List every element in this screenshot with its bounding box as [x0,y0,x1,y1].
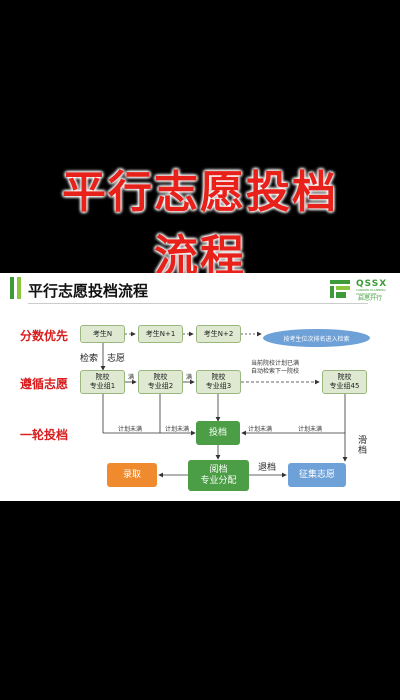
connector-lines [100,331,348,478]
row-label-round-one: 一轮投档 [20,428,69,442]
rank-search-ellipse: 按考生位次排名进入检索 [263,329,370,347]
flowchart-slide: 平行志愿投档流程 QSSX CARRIER PLANNING ASSOCIATI… [0,273,400,501]
page-title-line1: 平行志愿投档 [62,167,338,218]
logo-icon [330,280,350,298]
school-group-box: 院校 专业组1 [80,370,125,394]
candidate-box: 考生N+2 [196,325,241,343]
full-label: 满 [186,374,193,381]
title-accent-bar [10,277,14,299]
not-full-label: 计划未满 [165,426,190,433]
auto-next-note: 当前院校计划已满 自动检索下一院校 [251,360,300,375]
full-label: 满 [128,374,135,381]
search-label: 检索 [80,354,99,364]
school-group-box: 院校 专业组45 [322,370,367,394]
slide-title: 平行志愿投档流程 [28,282,149,300]
row-label-score-first: 分数优先 [20,329,69,343]
row-label-follow-wish: 遵循志愿 [20,377,69,391]
review-box: 阅档 专业分配 [188,460,249,491]
wish-label: 志愿 [107,354,126,364]
not-full-label: 计划未满 [248,426,273,433]
logo-chinese: 启思升行 [358,295,383,302]
logo-tagline: CARRIER PLANNING ASSOCIATION [356,288,386,296]
submit-box: 投档 [196,421,240,445]
not-full-label: 计划未满 [298,426,323,433]
school-group-box: 院校 专业组2 [138,370,183,394]
logo-text: QSSX [356,279,388,289]
candidate-box: 考生N+1 [138,325,183,343]
school-group-box: 院校 专业组3 [196,370,241,394]
title-divider [28,303,368,304]
admit-box: 录取 [107,463,157,487]
slip-label: 滑档 [358,436,368,456]
title-accent-bar [17,277,21,299]
solicit-box: 征集志愿 [288,463,346,487]
candidate-box: 考生N [80,325,125,343]
return-label: 退档 [258,463,277,473]
not-full-label: 计划未满 [118,426,143,433]
